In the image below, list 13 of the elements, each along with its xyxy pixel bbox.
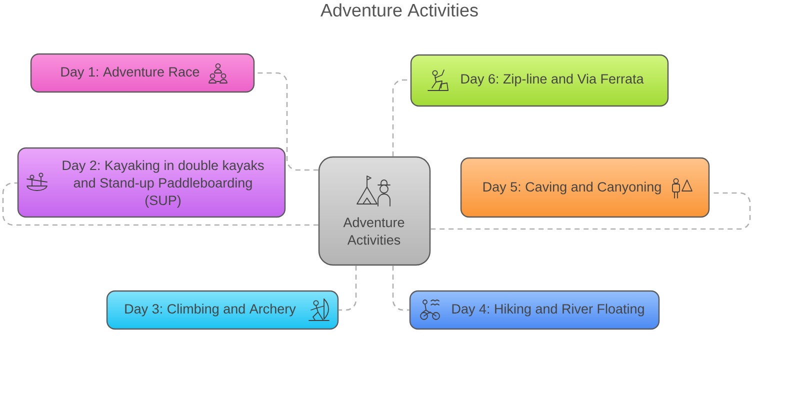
dashed-connector [392,266,410,311]
activity-box: Day 5: Caving and Canyoning [460,157,710,218]
dashed-connector [430,192,751,230]
hub-box: Adventure Activities [318,156,431,266]
activity-box: Day 6: Zip-line and Via Ferrata [410,54,669,107]
title: Adventure Activities [320,3,478,17]
activity-box: Day 2: Kayaking in double kayaks and Stand-up Paddleboarding (SUP) [17,147,286,218]
activity-box: Day 1: Adventure Race [30,53,255,93]
dashed-connector [2,182,318,226]
dashed-connector [338,266,357,311]
dashed-connector [254,72,318,171]
activity-box: Day 3: Climbing and Archery [106,290,339,330]
activity-box: Day 4: Hiking and River Floating [409,290,660,330]
